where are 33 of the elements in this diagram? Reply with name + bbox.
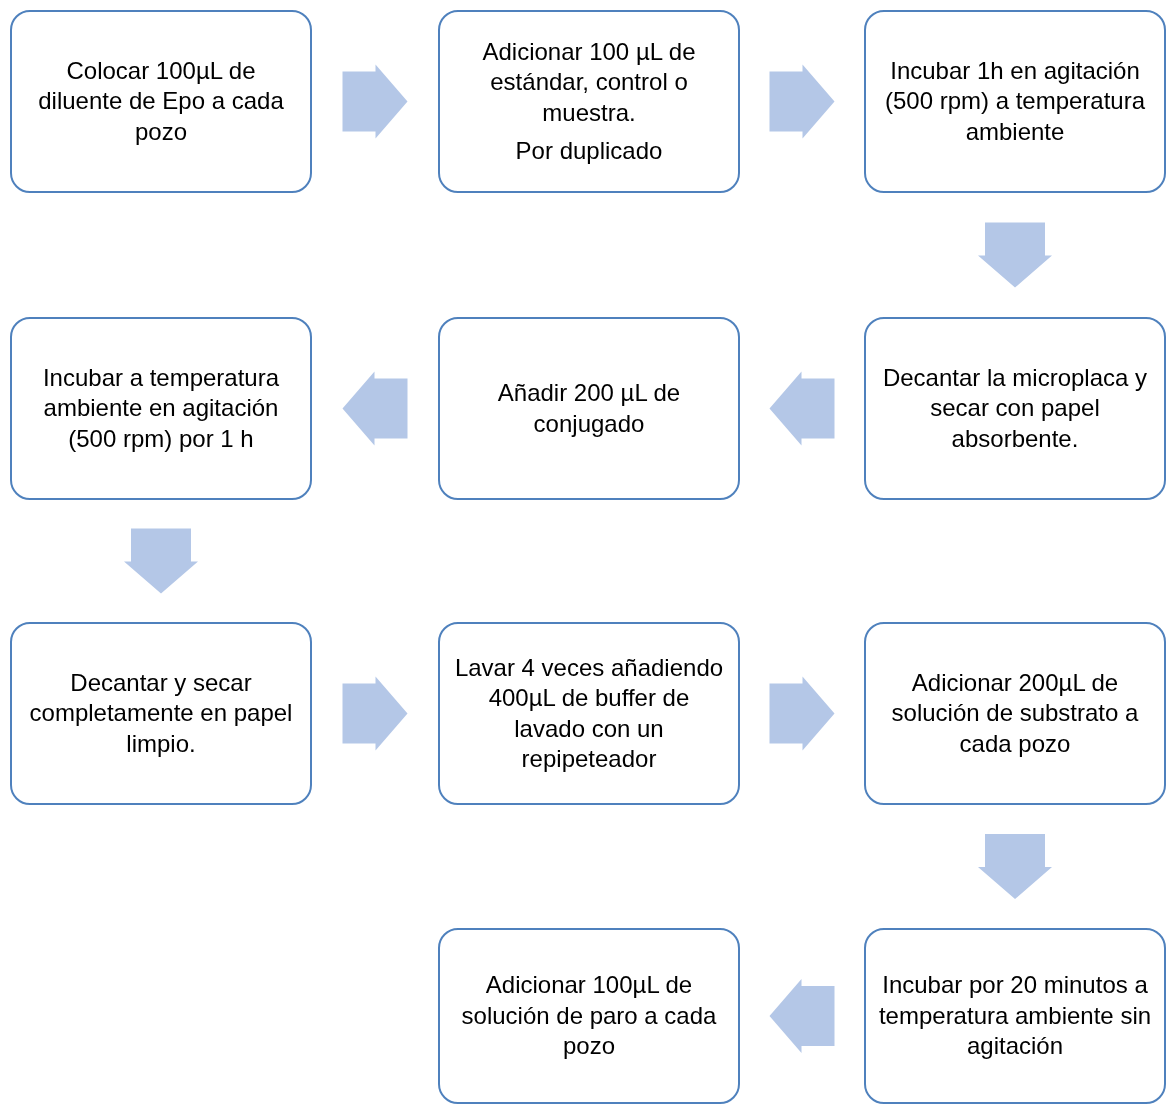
block-arrow [124, 528, 198, 594]
step-text: Lavar 4 veces añadiendo 400µL de buffer de lavado con un repipeteador [453, 652, 725, 774]
step-text: Incubar 1h en agitación (500 rpm) a temperatura ambiente [883, 55, 1147, 147]
process-box [10, 622, 312, 805]
process-box [864, 10, 1166, 193]
step-text: Decantar y secar completamente en papel limpio. [28, 667, 294, 759]
process-box [864, 928, 1166, 1104]
process-box [864, 317, 1166, 500]
step-text: Colocar 100µL de diluente de Epo a cada pozo [37, 55, 285, 147]
step-text: Añadir 200 µL de conjugado [496, 378, 682, 439]
block-arrow [978, 834, 1052, 899]
block-arrow [769, 64, 835, 139]
process-box [10, 317, 312, 500]
step-text: Adicionar 100 µL de estándar, control o muestra. [481, 36, 697, 128]
step-text: Decantar la microplaca y secar con papel absorbente. [881, 362, 1149, 454]
process-box [438, 622, 740, 805]
step-text: Adicionar 200µL de solución de substrato a cada pozo [890, 667, 1140, 759]
block-arrow [769, 371, 835, 446]
step-text: Incubar por 20 minutos a temperatura ambiente sin agitación [877, 970, 1153, 1062]
block-arrow [342, 64, 408, 139]
step-text: Por duplicado [515, 135, 663, 166]
step-text: Incubar a temperatura ambiente en agitación (500 rpm) por 1 h [41, 362, 281, 454]
block-arrow [342, 371, 408, 446]
process-box [438, 10, 740, 193]
process-box [864, 622, 1166, 805]
block-arrow [769, 979, 835, 1053]
block-arrow [978, 222, 1052, 288]
process-box [10, 10, 312, 193]
process-box [438, 317, 740, 500]
step-text: Adicionar 100µL de solución de paro a cada pozo [460, 970, 718, 1062]
process-box [438, 928, 740, 1104]
block-arrow [342, 676, 408, 751]
block-arrow [769, 676, 835, 751]
